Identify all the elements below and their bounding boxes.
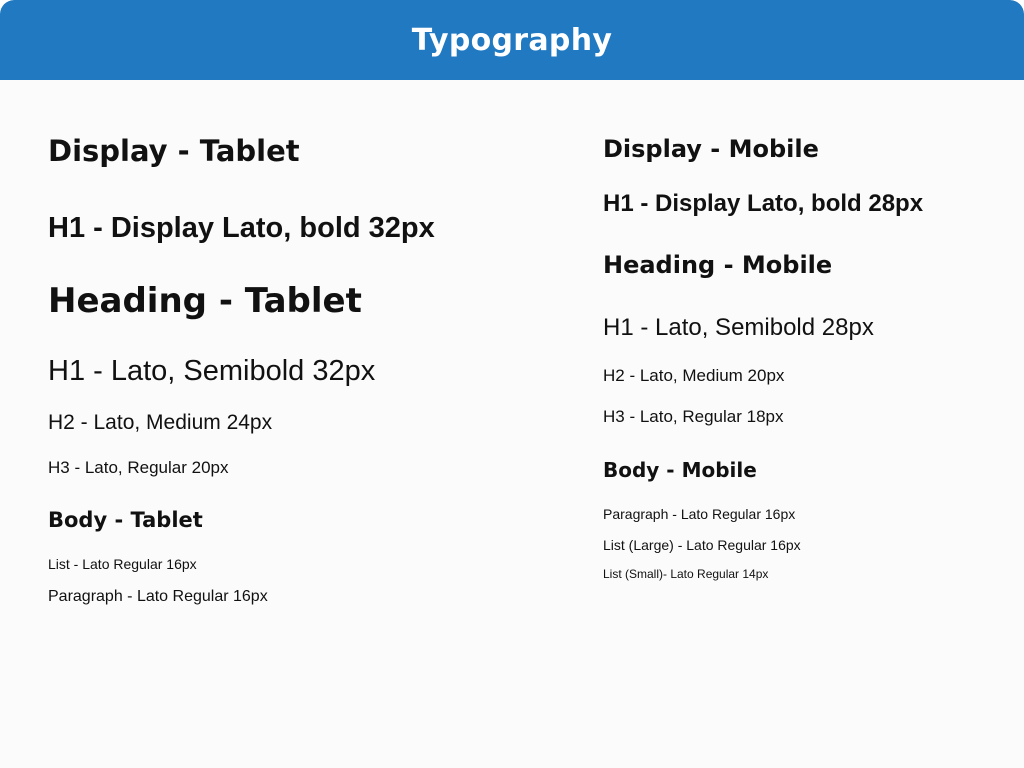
- body-tablet-heading: Body - Tablet: [48, 508, 203, 532]
- display-mobile-h1-sample: H1 - Display Lato, bold 28px: [603, 190, 924, 217]
- heading-tablet-h3-sample: H3 - Lato, Regular 20px: [48, 458, 229, 477]
- heading-tablet-h2-sample: H2 - Lato, Medium 24px: [48, 411, 273, 434]
- header-bar: Typography: [0, 0, 1024, 80]
- body-mobile-heading: Body - Mobile: [603, 458, 757, 482]
- heading-mobile-heading: Heading - Mobile: [603, 251, 833, 279]
- heading-tablet-heading: Heading - Tablet: [48, 281, 362, 321]
- display-mobile-heading: Display - Mobile: [603, 135, 819, 163]
- page-title: Typography: [411, 22, 613, 58]
- heading-tablet-h1-sample: H1 - Lato, Semibold 32px: [48, 355, 376, 387]
- body-mobile-list-small-sample: List (Small)- Lato Regular 14px: [603, 567, 769, 581]
- heading-mobile-h1-sample: H1 - Lato, Semibold 28px: [603, 314, 874, 341]
- body-mobile-paragraph-sample: Paragraph - Lato Regular 16px: [603, 506, 796, 522]
- heading-mobile-h2-sample: H2 - Lato, Medium 20px: [603, 366, 785, 385]
- body-mobile-list-large-sample: List (Large) - Lato Regular 16px: [603, 537, 801, 553]
- body-tablet-paragraph-sample: Paragraph - Lato Regular 16px: [48, 588, 268, 605]
- display-tablet-heading: Display - Tablet: [48, 134, 300, 168]
- heading-mobile-h3-sample: H3 - Lato, Regular 18px: [603, 407, 784, 426]
- body-tablet-list-sample: List - Lato Regular 16px: [48, 556, 197, 572]
- display-tablet-h1-sample: H1 - Display Lato, bold 32px: [48, 212, 435, 244]
